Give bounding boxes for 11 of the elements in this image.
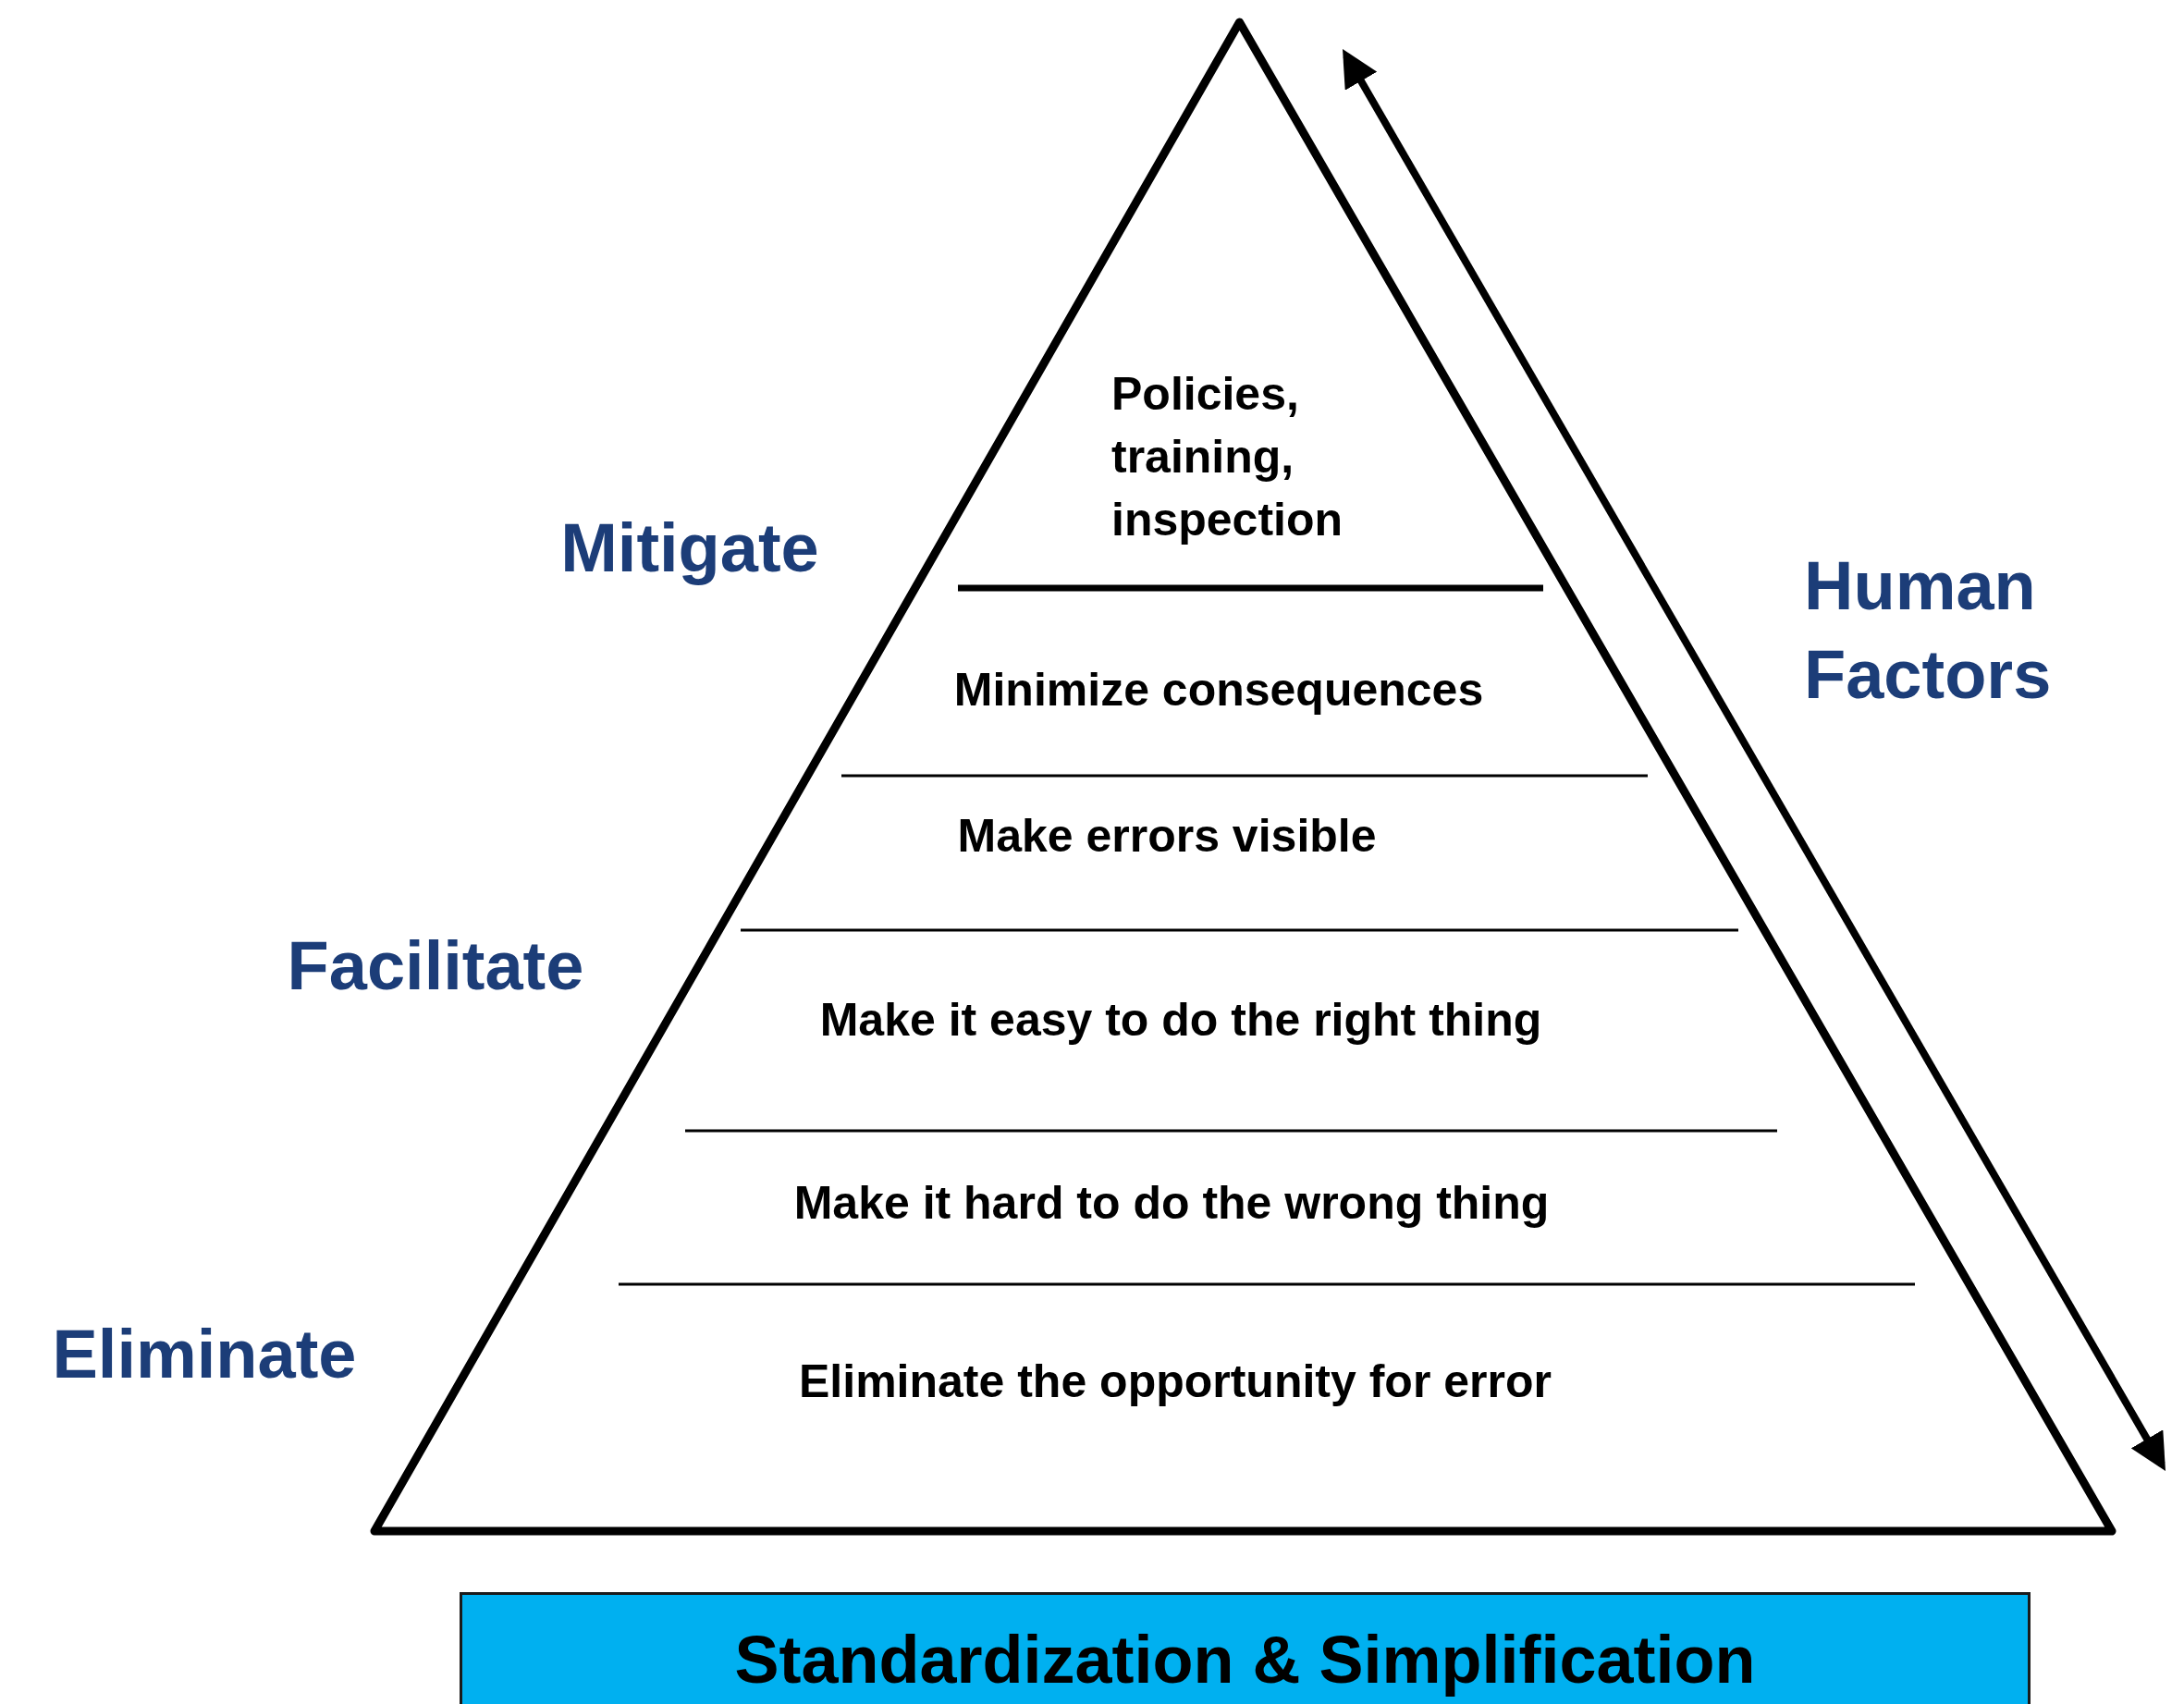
pyramid-level-text: Make errors visible (957, 808, 1377, 864)
category-label: Human Factors (1804, 546, 2053, 715)
category-label: Eliminate (52, 1314, 357, 1394)
pyramid-level-text: Make it hard to do the wrong thing (793, 1175, 1550, 1231)
pyramid-level-text: Make it easy to do the right thing (819, 992, 1542, 1048)
category-label: Mitigate (560, 508, 819, 588)
category-label: Facilitate (287, 926, 584, 1006)
pyramid-level-text: Minimize consequences (953, 662, 1484, 717)
banner: Standardization & Simplification (460, 1592, 2031, 1704)
pyramid-level-text: Policies, training, inspection (1111, 362, 1343, 551)
pyramid-level-text: Eliminate the opportunity for error (799, 1354, 1552, 1409)
